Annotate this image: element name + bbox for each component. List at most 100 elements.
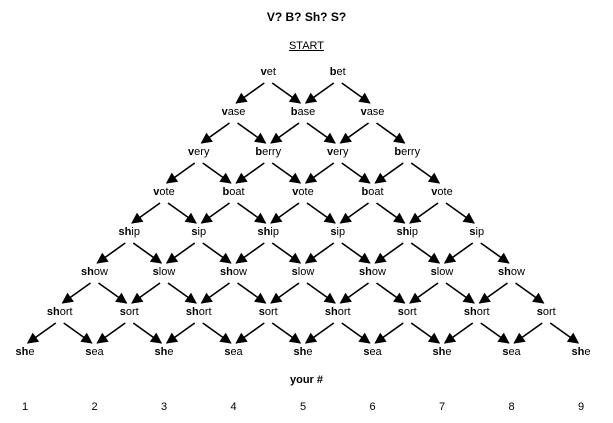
arrow-right: [480, 322, 510, 344]
arrow-right: [341, 82, 371, 104]
path-number: 6: [369, 401, 376, 413]
arrow-left: [165, 322, 196, 344]
arrow-right: [237, 122, 267, 144]
word-rest: e: [167, 346, 174, 358]
word-rest: ea: [508, 346, 521, 358]
word-node: sip: [330, 226, 345, 239]
arrow-right: [132, 242, 163, 264]
arrow-left: [165, 242, 196, 264]
arrow-left: [304, 242, 335, 264]
word-prefix: b: [361, 186, 369, 198]
word-prefix: s: [152, 266, 159, 278]
word-rest: ip: [336, 226, 346, 238]
word-rest: e: [306, 346, 313, 358]
word-prefix: b: [255, 146, 263, 158]
arrow-right: [63, 322, 93, 344]
word-prefix: sh: [220, 266, 233, 278]
word-prefix: sh: [498, 266, 511, 278]
word-rest: ip: [475, 226, 485, 238]
arrow-left: [443, 322, 474, 344]
arrow-left: [374, 242, 404, 264]
word-node: show: [220, 266, 247, 279]
word-rest: ery: [333, 146, 349, 158]
word-node: show: [359, 266, 386, 279]
word-rest: ote: [437, 186, 453, 198]
arrow-right: [237, 282, 267, 304]
word-rest: ow: [93, 266, 108, 278]
word-node: short: [186, 306, 212, 319]
arrow-left: [235, 82, 265, 104]
arrow-left: [339, 282, 369, 304]
word-node: vase: [361, 106, 385, 119]
word-rest: ort: [403, 306, 417, 318]
word-rest: low: [297, 266, 315, 278]
word-prefix: s: [363, 346, 370, 358]
word-node: sort: [120, 306, 139, 319]
word-prefix: sh: [154, 346, 168, 358]
word-node: short: [325, 306, 351, 319]
arrow-right: [341, 162, 371, 184]
word-rest: ip: [197, 226, 207, 238]
path-number: 5: [299, 401, 307, 413]
word-rest: et: [266, 66, 276, 78]
arrow-left: [339, 122, 369, 144]
arrow-right: [132, 322, 163, 344]
word-prefix: s: [536, 306, 543, 318]
path-number: 7: [438, 401, 446, 413]
word-rest: ip: [131, 226, 140, 238]
arrow-right: [98, 282, 128, 304]
word-rest: ea: [230, 346, 243, 358]
arrow-right: [515, 282, 545, 304]
word-prefix: sh: [396, 226, 410, 238]
word-rest: ip: [409, 226, 418, 238]
word-prefix: s: [191, 226, 198, 238]
arrow-left: [513, 322, 543, 344]
arrow-right: [445, 202, 475, 224]
arrow-left: [304, 322, 335, 344]
word-prefix: sh: [359, 266, 372, 278]
arrow-right: [271, 82, 302, 104]
word-rest: ip: [270, 226, 279, 238]
word-node: she: [433, 346, 452, 359]
arrow-left: [304, 162, 335, 184]
arrow-left: [270, 202, 300, 224]
arrow-left: [96, 322, 126, 344]
word-node: very: [327, 146, 348, 159]
word-rest: ea: [369, 346, 382, 358]
word-node: sip: [469, 226, 484, 239]
arrow-right: [167, 202, 197, 224]
word-prefix: v: [153, 186, 160, 198]
arrow-right: [271, 322, 302, 344]
word-rest: low: [436, 266, 454, 278]
word-prefix: v: [221, 106, 228, 118]
word-prefix: v: [292, 186, 299, 198]
word-prefix: sh: [463, 306, 477, 318]
arrow-left: [200, 202, 230, 224]
word-prefix: s: [430, 266, 437, 278]
arrow-right: [237, 202, 267, 224]
arrow-left: [235, 242, 265, 264]
arrow-left: [26, 322, 57, 344]
word-prefix: s: [291, 266, 298, 278]
arrow-right: [341, 322, 371, 344]
word-prefix: sh: [257, 226, 271, 238]
word-prefix: b: [394, 146, 402, 158]
arrow-right: [341, 242, 371, 264]
word-node: short: [464, 306, 490, 319]
path-number: 3: [160, 401, 168, 413]
word-rest: ort: [59, 306, 73, 318]
arrow-right: [376, 122, 406, 144]
start-label: START: [288, 40, 325, 52]
word-node: vet: [261, 66, 276, 79]
word-prefix: sh: [46, 306, 60, 318]
word-node: bet: [330, 66, 346, 79]
word-node: very: [188, 146, 209, 159]
word-rest: ort: [476, 306, 490, 318]
arrow-left: [409, 202, 439, 224]
word-node: base: [291, 106, 315, 119]
word-node: boat: [222, 186, 244, 199]
word-rest: ort: [198, 306, 212, 318]
arrow-left: [374, 162, 404, 184]
arrow-right: [271, 242, 302, 264]
